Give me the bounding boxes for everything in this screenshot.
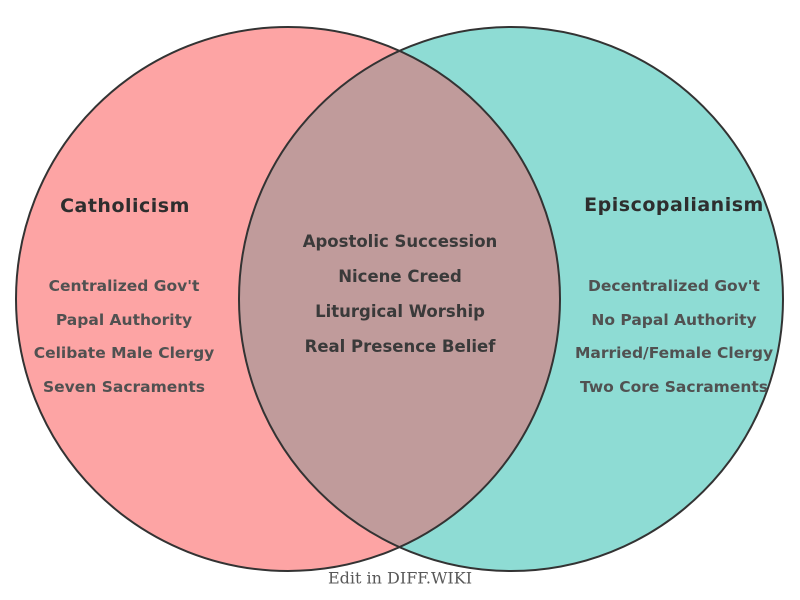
right-item: Married/Female Clergy — [574, 344, 774, 362]
right-circle-outline — [238, 26, 784, 572]
right-set-items: Decentralized Gov't No Papal Authority M… — [575, 270, 773, 404]
right-item: Two Core Sacraments — [579, 377, 769, 396]
right-item: Decentralized Gov't — [588, 277, 760, 295]
overlap-items: Apostolic Succession Nicene Creed Liturg… — [303, 224, 498, 364]
edit-in-diffwiki-link[interactable]: Edit in DIFF.WIKI — [327, 568, 473, 588]
right-item: No Papal Authority — [591, 310, 757, 329]
left-set-title: Catholicism — [60, 195, 190, 217]
left-item: Seven Sacraments — [43, 377, 205, 396]
overlap-lens-fill — [239, 27, 560, 571]
right-set-title: Episcopalianism — [584, 194, 764, 216]
left-item: Papal Authority — [55, 310, 193, 329]
overlap-item: Apostolic Succession — [302, 232, 498, 251]
left-item: Celibate Male Clergy — [33, 344, 215, 362]
left-item: Centralized Gov't — [48, 277, 200, 295]
overlap-item: Nicene Creed — [338, 267, 462, 286]
overlap-item: Liturgical Worship — [315, 302, 485, 321]
left-set-items: Centralized Gov't Papal Authority Celiba… — [34, 270, 215, 404]
left-circle-outline — [15, 26, 561, 572]
overlap-item: Real Presence Belief — [304, 337, 496, 356]
